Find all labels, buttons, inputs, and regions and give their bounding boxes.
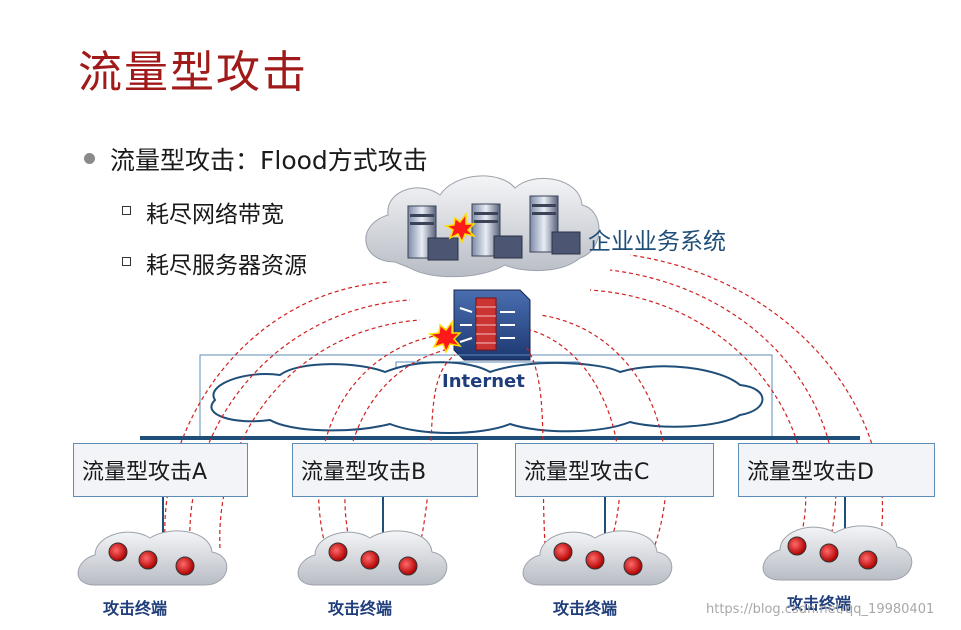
terminal-label-a: 攻击终端 [103,599,168,618]
watermark: https://blog.csdn.net/qq_19980401 [706,602,935,617]
square-bullet-icon [122,257,131,266]
terminal-label-b: 攻击终端 [328,599,393,618]
sub-bullet-text: 耗尽服务器资源 [146,253,307,279]
network-line [162,497,846,540]
explosion-icon [443,211,477,244]
sub-bullet-text: 耗尽网络带宽 [146,202,284,228]
bullet-dot-icon [84,153,95,164]
attacker-box-a: 流量型攻击A [73,443,248,497]
internet-cloud-icon [199,354,773,438]
page-title: 流量型攻击 [78,47,308,98]
enterprise-system-label: 企业业务系统 [588,229,726,255]
server-icon [471,203,523,259]
sub-bullet: 耗尽网络带宽 [122,195,284,229]
square-bullet-icon [122,206,131,215]
terminal-label-c: 攻击终端 [553,599,618,618]
terminal-cluster-d [762,525,913,581]
terminal-cluster-b [297,530,448,586]
internet-label: Internet [442,371,525,392]
attacker-box-d: 流量型攻击D [738,443,935,497]
server-icon [529,195,581,255]
firewall-icon [453,289,531,361]
terminal-label-d: 攻击终端 [787,594,852,613]
main-bullet: 流量型攻击：Flood方式攻击 [84,141,428,177]
attacker-box-c: 流量型攻击C [515,443,714,497]
terminal-cluster-c [522,530,673,586]
explosion-icon [427,319,462,354]
terminal-cluster-a [77,530,228,586]
main-bullet-text: 流量型攻击：Flood方式攻击 [110,146,428,175]
attacker-box-b: 流量型攻击B [292,443,478,497]
sub-bullet: 耗尽服务器资源 [122,246,307,280]
server-icon [407,205,459,261]
